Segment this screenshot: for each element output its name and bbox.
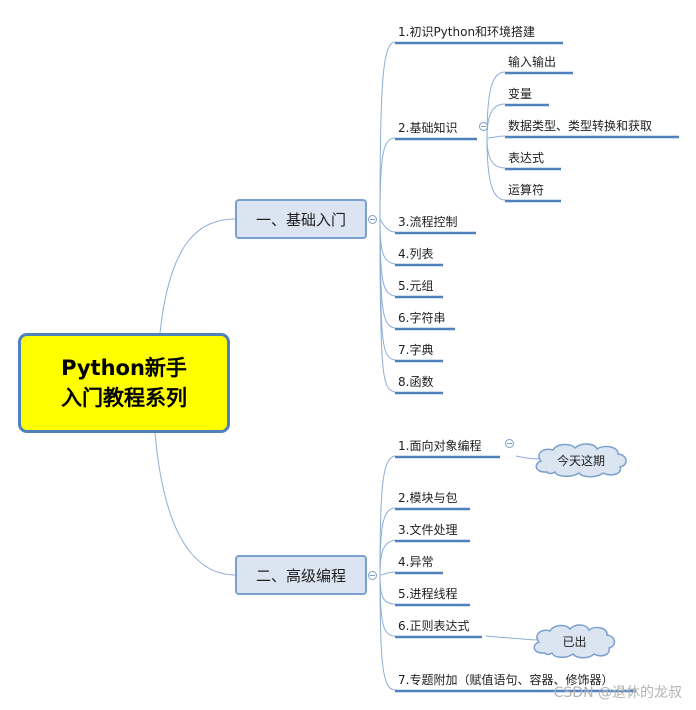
collapse-icon[interactable] [368, 215, 377, 224]
branch-label: 一、基础入门 [255, 210, 346, 229]
topic-file-io[interactable]: 3.文件处理 [398, 523, 458, 537]
callout-cloud-published[interactable]: 已出 [527, 621, 622, 661]
subtopic-input-output[interactable]: 输入输出 [508, 55, 557, 69]
topic-tuples[interactable]: 5.元组 [398, 279, 434, 293]
topic-special[interactable]: 7.专题附加（赋值语句、容器、修饰器） [398, 673, 614, 687]
branch-label: 二、高级编程 [255, 566, 346, 585]
topic-processes-threads[interactable]: 5.进程线程 [398, 587, 458, 601]
topic-regex[interactable]: 6.正则表达式 [398, 619, 470, 633]
subtopic-expressions[interactable]: 表达式 [508, 151, 545, 165]
cloud-icon [533, 624, 616, 659]
callout-text: 已出 [562, 634, 587, 649]
topic-dicts[interactable]: 7.字典 [398, 343, 434, 357]
callout-cloud-today[interactable]: 今天这期 [527, 440, 635, 480]
subtopic-data-types[interactable]: 数据类型、类型转换和获取 [508, 119, 653, 133]
topic-flow-control[interactable]: 3.流程控制 [398, 215, 458, 229]
topic-functions[interactable]: 8.函数 [398, 375, 434, 389]
root-line-1: Python新手 [61, 356, 187, 380]
root-line-2: 入门教程系列 [61, 386, 187, 410]
topic-intro-setup[interactable]: 1.初识Python和环境搭建 [398, 25, 536, 39]
collapse-icon[interactable] [368, 571, 377, 580]
branch-basics[interactable]: 一、基础入门 [235, 199, 367, 239]
topic-exceptions[interactable]: 4.异常 [398, 555, 434, 569]
subtopic-variables[interactable]: 变量 [508, 87, 533, 101]
watermark: CSDN @退休的龙叔 [553, 685, 682, 701]
collapse-icon[interactable] [479, 122, 488, 131]
root-topic[interactable]: Python新手 入门教程系列 [18, 333, 230, 433]
topic-lists[interactable]: 4.列表 [398, 247, 434, 261]
topic-oop[interactable]: 1.面向对象编程 [398, 439, 482, 453]
callout-text: 今天这期 [556, 453, 605, 468]
cloud-icon [535, 443, 627, 478]
topic-modules[interactable]: 2.模块与包 [398, 491, 458, 505]
subtopic-operators[interactable]: 运算符 [508, 183, 545, 197]
topic-strings[interactable]: 6.字符串 [398, 311, 446, 325]
topic-basic-knowledge[interactable]: 2.基础知识 [398, 121, 458, 135]
branch-advanced[interactable]: 二、高级编程 [235, 555, 367, 595]
collapse-icon[interactable] [505, 439, 514, 448]
